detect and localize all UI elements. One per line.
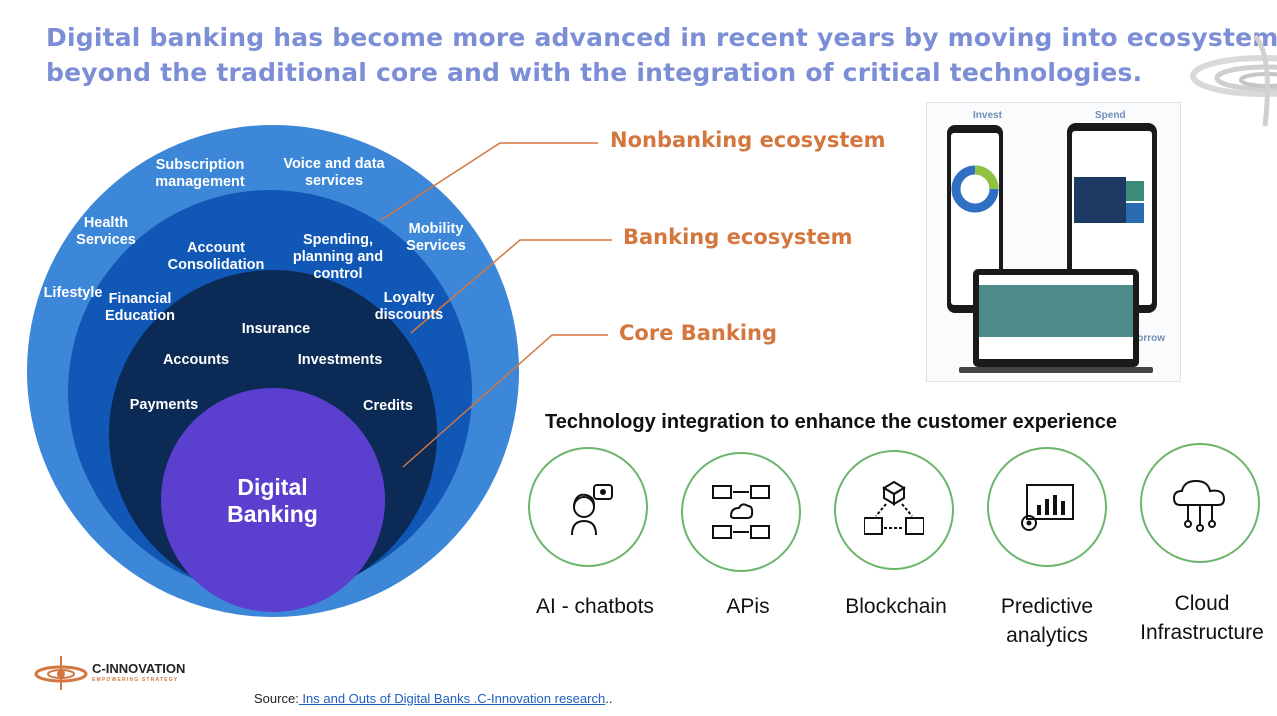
label-account-consolidation: Account Consolidation	[167, 240, 265, 273]
tech-circle-analytics	[987, 447, 1107, 567]
label-spending-planning: Spending, planning and control	[292, 232, 384, 282]
label-loyalty-discounts: Loyalty discounts	[374, 290, 444, 323]
tech-circle-cloud	[1140, 443, 1260, 563]
logo-company-name: C-INNOVATION	[92, 661, 186, 676]
label-banking-ecosystem: Banking ecosystem	[623, 225, 853, 249]
mockup-borrow-label: Borrow	[1130, 333, 1165, 344]
tech-label-blockchain: Blockchain	[845, 595, 947, 618]
c-innovation-logo-icon	[34, 656, 88, 690]
ecosystem-diagram	[27, 125, 612, 617]
source-suffix: ..	[605, 691, 613, 706]
tech-circle-apis	[681, 452, 801, 572]
label-investments: Investments	[297, 352, 383, 368]
label-voice-data-services: Voice and data services	[283, 156, 385, 189]
label-lifestyle: Lifestyle	[43, 285, 103, 301]
api-network-icon	[712, 485, 770, 539]
tech-label-cloud: Cloud Infrastructure	[1140, 592, 1264, 644]
tech-label-analytics: Predictive analytics	[1000, 595, 1094, 647]
label-financial-education: Financial Education	[104, 291, 176, 324]
swirl-decoration-icon	[1190, 34, 1277, 127]
label-nonbanking-ecosystem: Nonbanking ecosystem	[610, 128, 886, 152]
label-subscription-management: Subscription management	[155, 157, 245, 190]
source-link-ins-outs[interactable]: Ins and Outs of Digital Banks	[298, 691, 474, 706]
label-insurance: Insurance	[241, 321, 311, 337]
source-citation: Source: Ins and Outs of Digital Banks .C…	[254, 691, 612, 706]
ai-chatbot-icon	[571, 484, 613, 536]
app-mockup-image: Invest Spend Borrow	[926, 102, 1181, 382]
blockchain-icon	[864, 480, 924, 535]
callout-line-banking	[410, 239, 612, 334]
analytics-chart-icon	[1021, 484, 1074, 531]
tech-circle-ai	[528, 447, 648, 567]
mockup-invest-label: Invest	[973, 110, 1002, 121]
label-health-services: Health Services	[76, 215, 136, 248]
source-prefix: Source:	[254, 691, 299, 706]
tech-circle-blockchain	[834, 450, 954, 570]
title-line-1: Digital banking has become more advanced…	[46, 23, 1277, 52]
devices-illustration	[947, 123, 1157, 373]
tech-label-ai: AI - chatbots	[536, 595, 654, 618]
callout-line-nonbanking	[380, 142, 598, 221]
label-credits: Credits	[363, 398, 413, 414]
tech-label-apis: APis	[726, 595, 770, 618]
core-label-digital-banking: Digital Banking	[227, 474, 318, 527]
label-mobility-services: Mobility Services	[406, 221, 466, 254]
label-payments: Payments	[129, 397, 199, 413]
title-line-2: beyond the traditional core and with the…	[46, 58, 1143, 87]
mockup-spend-label: Spend	[1095, 110, 1126, 121]
core-circle	[161, 388, 385, 612]
cloud-icon	[1172, 479, 1226, 532]
slide-title: Digital banking has become more advanced…	[46, 20, 1277, 90]
label-core-banking: Core Banking	[619, 321, 778, 345]
technology-heading: Technology integration to enhance the cu…	[545, 411, 1117, 433]
source-link-research[interactable]: .C-Innovation research	[473, 691, 606, 706]
logo-tagline: EMPOWERING STRATEGY	[92, 677, 179, 683]
callout-line-core	[402, 334, 608, 468]
label-accounts: Accounts	[162, 352, 230, 368]
